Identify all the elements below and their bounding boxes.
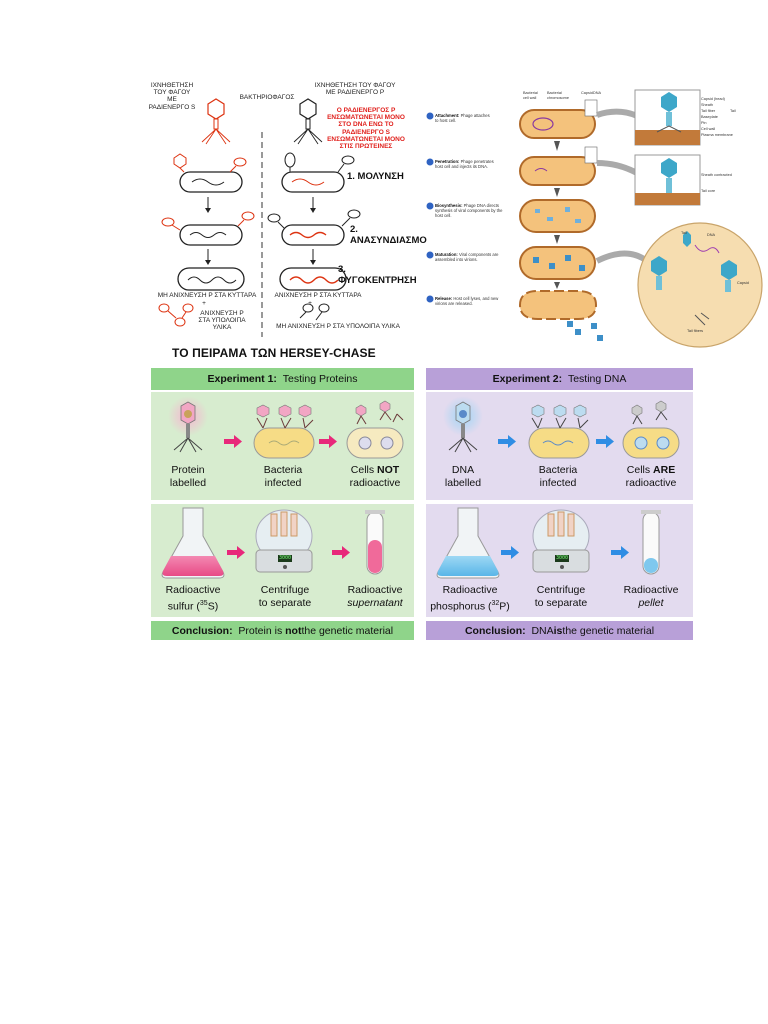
label-cell-wall: Bacterial cell wall [523,91,538,100]
greek-hershey-chase-diagram: ΙΧΝΗΘΕΤΗΣΗ ΤΟΥ ΦΑΓΟΥ ΜΕ ΡΑΔΙΕΝΕΡΓΟ S ΒΑΚ… [149,82,427,362]
left-ghost-phages [158,303,194,327]
centrifuge-icon-2 [532,509,590,573]
flask-blue-icon [436,507,500,579]
experiment2-conclusion: Conclusion: DNA is the genetic material [426,621,693,640]
label-dna-top: DNA [593,91,602,95]
right-cell-2 [267,209,361,246]
flask-pink-icon [161,507,225,579]
label-plasma-membrane: Plasma membrane [701,133,733,137]
phage-black-icon [293,98,323,145]
phage-red-icon [201,98,231,145]
lytic-cell-3 [519,199,596,233]
arrow-pink-1 [224,435,242,448]
step-biosynthesis: Biosynthesis: Phage DNA directs synthesi… [435,203,503,218]
labelled-phage-dna-icon [443,396,483,453]
experiment1-header: Experiment 1: Testing Proteins [151,368,414,390]
inset-attachment [634,89,701,146]
step-recombination: 2. ΑΝΑΣΥΝΔΙΑΣΜΟ [350,224,427,246]
tube-pink-icon [365,510,385,575]
left-cell-1 [173,153,247,193]
step-penetration: Penetration: Phage penetrates host cell … [435,159,494,169]
right-plus: + [308,300,312,307]
centrifuge-display-1: 3000 [278,555,292,561]
label-cell-wall-right: Cell wall [701,127,716,131]
cells-are-radioactive-icon [622,400,680,459]
label-pin: Pin [701,121,707,125]
label-capsid-head: Capsid (head) [701,97,725,101]
step-maturation: Maturation: Viral components are assembl… [435,252,499,262]
arrow-pink-4 [332,546,350,559]
right-result-2: ΜΗ ΑΝΙΧΝΕΥΣΗ Ρ ΣΤΑ ΥΠΟΛΟΙΠΑ ΥΛΙΚΑ [276,323,400,330]
greek-title: ΤΟ ΠΕΙΡΑΜΑ ΤΩΝ HERSEY-CHASE [172,346,376,360]
cells-not-radioactive-icon [346,400,404,459]
left-cell-3 [177,267,245,291]
label-tail-fiber: Tail fiber [701,109,716,113]
right-cell-3 [279,267,347,291]
label-phage-s: ΙΧΝΗΘΕΤΗΣΗ ΤΟΥ ΦΑΓΟΥ ΜΕ ΡΑΔΙΕΝΕΡΓΟ S [148,82,196,111]
arrow-pink-3 [227,546,245,559]
left-cell-2 [161,211,255,246]
inset-label-tail-fibers: Tail fibers [687,329,704,333]
left-result-1: ΜΗ ΑΝΙΧΝΕΥΣΗ Ρ ΣΤΑ ΚΥΤΤΑΡΑ [157,292,257,299]
step-infection: 1. ΜΟΛΥΝΣΗ [347,171,404,182]
red-note: Ο ΡΑΔΙΕΝΕΡΓΟΣ Ρ ΕΝΣΩΜΑΤΩΝΕΤΑΙ ΜΟΝΟ ΣΤΟ D… [327,107,405,151]
step-attachment: Attachment: Phage attaches to host cell. [435,113,490,123]
left-result-2: ΑΝΙΧΝΕΥΣΗ Ρ ΣΤΑ ΥΠΟΛΟΙΠΑ ΥΛΙΚΑ [198,310,246,332]
greek-diagram-drawing [158,98,361,337]
left-plus: + [202,300,206,307]
inset-maturation [637,222,763,348]
right-ghost-phages [299,303,330,321]
hershey-chase-illustrations [161,396,680,579]
centrifuge-display-2: 3000 [555,555,569,561]
label-chromosome: Bacterial chromosome [547,91,569,100]
bacteria-infected-dna-icon [528,404,590,459]
label-bacteriophage: ΒΑΚΤΗΡΙΟΦΑΓΟΣ [239,94,295,101]
label-tail: Tail [730,109,736,113]
bacteria-infected-protein-icon [253,404,315,459]
experiment2-header: Experiment 2: Testing DNA [426,368,693,390]
arrow-blue-4 [611,546,629,559]
inset-label-tail: Tail [681,231,687,235]
arrow-blue-3 [501,546,519,559]
centrifuge-icon-1 [255,509,313,573]
label-phage-p: ΙΧΝΗΘΕΤΗΣΗ ΤΟΥ ΦΑΓΟΥ ΜΕ ΡΑΔΙΕΝΕΡΓΟ Ρ [314,82,396,97]
label-tail-core: Tail core [701,189,716,193]
lytic-cycle-drawing [426,89,763,348]
tube-blue-icon [641,510,661,575]
right-cell-1 [281,152,355,193]
label-baseplate: Baseplate [701,115,718,119]
label-sheath-contracted: Sheath contracted [701,173,732,177]
hershey-chase-panel: Experiment 1: Testing Proteins Experimen… [151,368,693,640]
lytic-cell-1 [519,99,598,139]
arrow-pink-2 [319,435,337,448]
label-capsid-top: Capsid [581,91,593,95]
arrow-blue-2 [596,435,614,448]
lytic-cycle-diagram: Attachment: Phage attaches to host cell.… [425,85,768,350]
lytic-cell-4 [519,246,596,280]
step-centrifugation: 3. ΦΥΓΟΚΕΝΤΡΗΣΗ [338,264,417,286]
label-sheath: Sheath [701,103,714,107]
lytic-cell-2 [519,146,598,186]
inset-penetration [634,154,701,206]
step-release: Release: Host cell lyses, and new virion… [435,296,499,306]
inset-label-dna: DNA [707,233,716,237]
arrow-blue-1 [498,435,516,448]
inset-label-capsid: Capsid [737,281,749,285]
lytic-cell-5 [519,290,603,341]
labelled-phage-protein-icon [168,396,208,453]
experiment1-conclusion: Conclusion: Protein is not the genetic m… [151,621,414,640]
right-result-1: ΑΝΙΧΝΕΥΣΗ Ρ ΣΤΑ ΚΥΤΤΑΡΑ [274,292,362,299]
